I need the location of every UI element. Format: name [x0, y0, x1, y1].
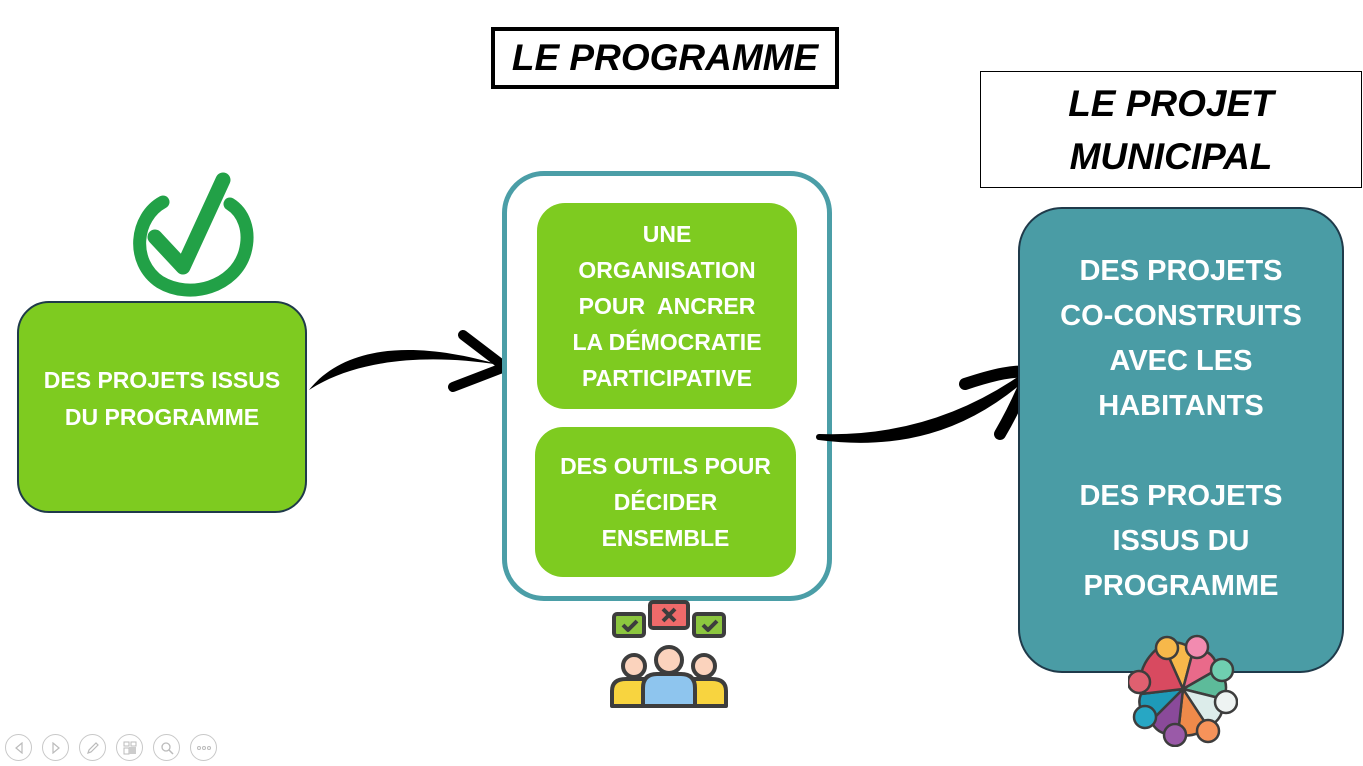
tools-box: DES OUTILS POUR DÉCIDER ENSEMBLE: [535, 427, 796, 577]
municipal-projects-box: DES PROJETS CO-CONSTRUITS AVEC LES HABIT…: [1018, 207, 1344, 673]
previous-icon: [14, 741, 23, 754]
group-voting-icon: [610, 600, 728, 708]
checkmark-circle-icon: [133, 172, 254, 297]
left-box-line-2: DU PROGRAMME: [64, 404, 260, 430]
slides-grid-button[interactable]: [116, 734, 143, 761]
more-icon: [196, 745, 211, 750]
more-button[interactable]: [190, 734, 217, 761]
co-built-line-2: CO-CONSTRUITS: [1060, 300, 1302, 332]
municipal-project-title: LE PROJET MUNICIPAL: [980, 71, 1362, 188]
pen-icon: [86, 741, 99, 754]
slides-grid-icon: [123, 741, 136, 754]
program-title-text: LE PROGRAMME: [511, 37, 819, 78]
slideshow-nav: [5, 734, 217, 761]
pen-button[interactable]: [79, 734, 106, 761]
co-built-line-1: DES PROJETS: [1079, 255, 1283, 287]
organisation-line-1: UNE: [642, 221, 692, 247]
next-button[interactable]: [42, 734, 69, 761]
arrow-right-icon: [309, 330, 510, 392]
community-circle-icon: [1128, 634, 1238, 747]
program-projects-line-1: DES PROJETS: [1079, 480, 1283, 512]
next-icon: [51, 741, 60, 754]
previous-button[interactable]: [5, 734, 32, 761]
municipal-title-line-1: LE PROJET: [1068, 82, 1274, 124]
program-title: LE PROGRAMME: [491, 27, 839, 89]
left-box-line-1: DES PROJETS ISSUS: [43, 367, 281, 393]
municipal-title-line-2: MUNICIPAL: [1069, 135, 1273, 177]
co-built-line-4: HABITANTS: [1098, 390, 1264, 422]
organisation-line-5: PARTICIPATIVE: [582, 365, 752, 391]
arrow-up-right-icon: [816, 365, 1036, 443]
program-projects-line-3: PROGRAMME: [1083, 570, 1279, 602]
tools-line-3: ENSEMBLE: [601, 525, 730, 551]
zoom-button[interactable]: [153, 734, 180, 761]
organisation-line-2: ORGANISATION: [578, 257, 756, 283]
organisation-line-3: POUR ANCRER: [578, 293, 756, 319]
program-projects-line-2: ISSUS DU: [1112, 525, 1250, 557]
zoom-icon: [160, 741, 174, 755]
tools-line-1: DES OUTILS POUR: [560, 453, 771, 479]
program-projects-box: DES PROJETS ISSUS DU PROGRAMME: [17, 301, 307, 513]
organisation-line-4: LA DÉMOCRATIE: [572, 329, 762, 355]
organisation-box: UNE ORGANISATION POUR ANCRER LA DÉMOCRAT…: [537, 203, 797, 409]
co-built-line-3: AVEC LES: [1109, 345, 1253, 377]
tools-line-2: DÉCIDER: [613, 489, 718, 515]
